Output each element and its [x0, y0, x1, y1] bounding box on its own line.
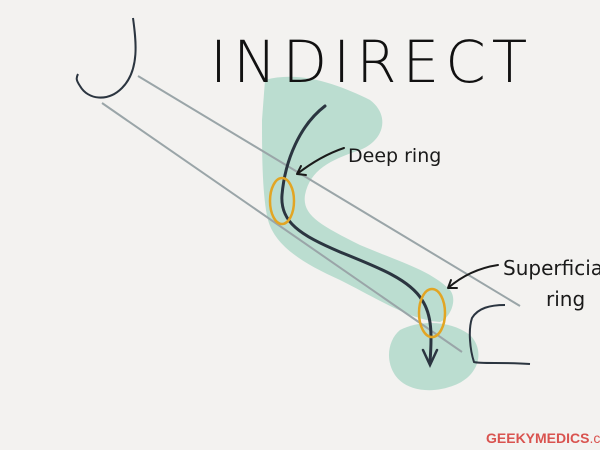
canal-bottom-line	[101, 102, 463, 353]
right-bracket-outline	[468, 304, 531, 365]
hernia-path-line	[280, 104, 433, 364]
deep-ring-label: Deep ring	[348, 145, 441, 167]
left-hook-outline	[75, 17, 137, 99]
superficial-ring-pointer	[447, 264, 499, 289]
hernia-path-arrowhead	[421, 348, 439, 368]
hernia-shading-upper	[262, 76, 454, 322]
canal-top-line	[137, 75, 521, 307]
brand-suffix: .com	[589, 430, 600, 446]
superficial-ring-label-line1: Superficial	[503, 256, 600, 280]
brand-watermark: GEEKYMEDICS.com	[486, 430, 600, 446]
superficial-ring-label-line2: ring	[546, 287, 585, 311]
diagram-title: INDIRECT	[210, 28, 533, 96]
deep-ring-pointer	[296, 147, 345, 176]
superficial-ring	[417, 287, 447, 339]
brand-name: GEEKYMEDICS	[486, 430, 589, 446]
deep-ring	[268, 176, 296, 226]
